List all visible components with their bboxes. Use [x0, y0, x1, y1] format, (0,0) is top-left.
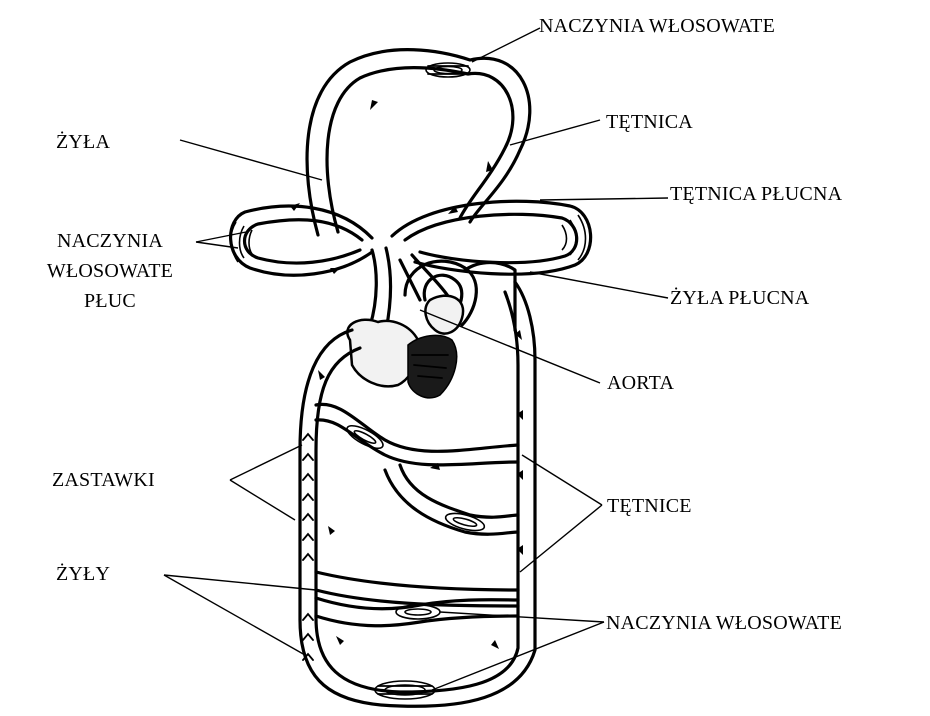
label-lung-capillaries-line1: NACZYNIA — [20, 226, 200, 256]
lung-loop — [231, 201, 591, 275]
vein-valves — [303, 434, 313, 660]
label-arteries: TĘTNICE — [607, 494, 692, 518]
label-lung-capillaries-line3: PŁUC — [20, 286, 200, 316]
label-aorta: AORTA — [607, 371, 674, 395]
right-lung-capillaries — [562, 215, 586, 260]
upper-body-loop — [307, 50, 530, 235]
heart — [347, 296, 463, 398]
label-lung-capillaries-line2: WŁOSOWATE — [20, 256, 200, 286]
label-capillaries-top: NACZYNIA WŁOSOWATE — [539, 14, 775, 38]
label-lung-capillaries: NACZYNIA WŁOSOWATE PŁUC — [20, 226, 200, 316]
label-vein: ŻYŁA — [56, 130, 110, 154]
label-pulmonary-vein: ŻYŁA PŁUCNA — [670, 286, 809, 310]
label-veins: ŻYŁY — [56, 562, 110, 586]
label-artery: TĘTNICA — [606, 110, 693, 134]
capillaries-3 — [396, 605, 440, 619]
label-pulmonary-artery: TĘTNICA PŁUCNA — [670, 182, 842, 206]
label-valves: ZASTAWKI — [52, 468, 155, 492]
label-capillaries-bottom: NACZYNIA WŁOSOWATE — [606, 611, 842, 635]
